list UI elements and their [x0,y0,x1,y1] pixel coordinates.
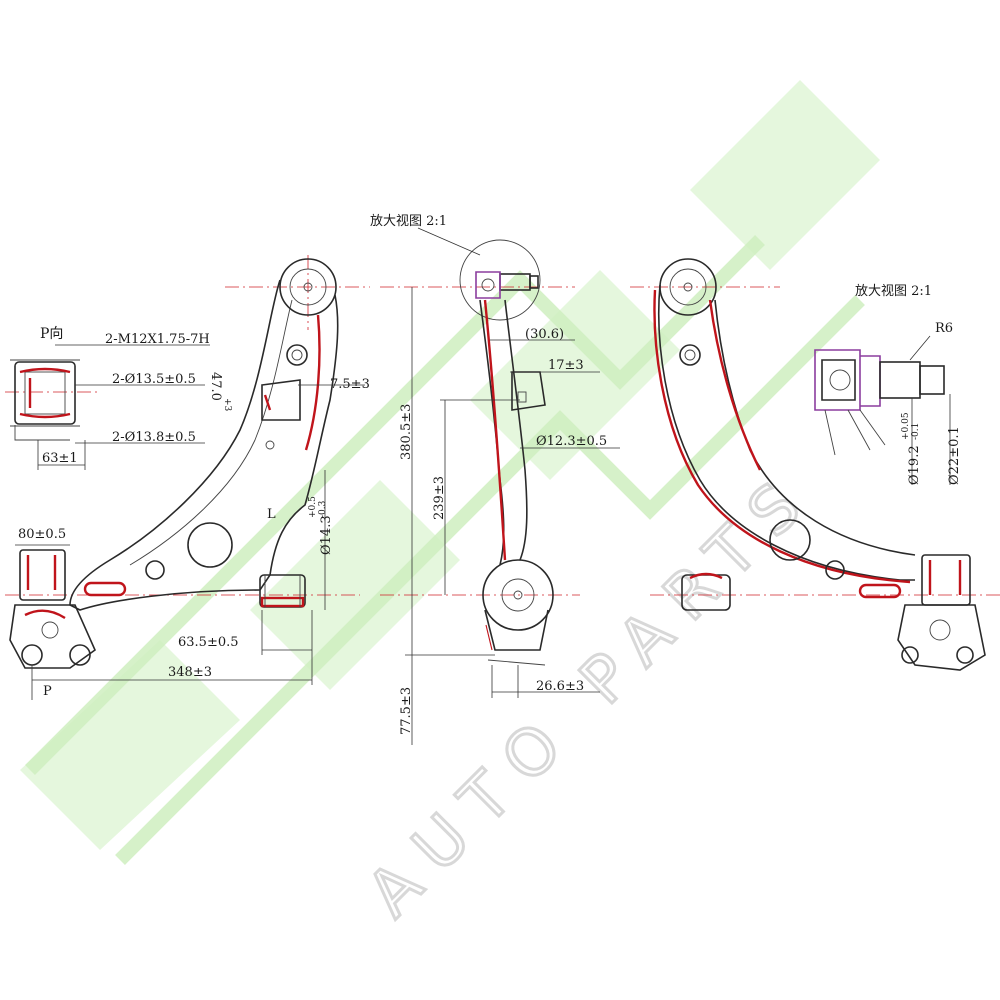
bushing-hole [187,522,233,568]
angle-dim: 47.0 [208,372,223,401]
right-zoom-detail [814,349,945,456]
dim-239: 239±3 [432,476,447,520]
mid-bushing [482,559,554,631]
dim-14-3-tol-dn: -0.3 [318,500,328,518]
dim-14-3: Ø14.3 [319,515,334,555]
dim-19-2: Ø19.2 [907,445,922,485]
dim-7-5: 7.5±3 [330,377,370,392]
l-mark: L [267,507,276,522]
dim-30-6: (30.6) [525,327,564,342]
dim-19-2-tol-dn: -0.1 [911,423,921,440]
dim-17: 17±3 [548,358,584,373]
zoom-label-mid: 放大视图 2:1 [370,214,447,229]
hole-spec-a: 2-Ø13.5±0.5 [112,372,196,387]
dim-19-2-tol-up: +0.05 [901,412,911,440]
middle-dimensions: 放大视图 2:1 (30.6) 17±3 Ø12.3±0.5 380.5±3 2… [370,214,620,745]
left-arm-view [5,255,370,669]
ball-joint-top [279,258,337,316]
dim-380-5: 380.5±3 [399,404,414,460]
dim-12-3: Ø12.3±0.5 [536,434,607,449]
p-view-label: P向 [40,326,63,342]
dim-22: Ø22±0.1 [947,426,962,485]
zoom-circle [459,239,541,321]
zoom-label-right: 放大视图 2:1 [855,284,932,299]
middle-arm-view [380,239,580,666]
dim-348: 348±3 [168,665,212,680]
radius-label: R6 [935,321,953,336]
p-view-bushing [10,359,80,441]
dim-63-5: 63.5±0.5 [178,635,239,650]
left-dimensions: P向 2-M12X1.75-7H 2-Ø13.5±0.5 2-Ø13.8±0.5… [15,326,370,700]
width-63-dim: 63±1 [42,451,78,466]
dim-80: 80±0.5 [18,527,66,542]
dim-14-3-tol-up: +0.5 [308,496,318,518]
angle-tol: +3 [222,398,232,412]
right-arm-view [630,258,1000,671]
p-mark: P [43,684,52,699]
thread-spec: 2-M12X1.75-7H [105,332,210,347]
dim-26-6: 26.6±3 [536,679,584,694]
dim-77-5: 77.5±3 [399,687,414,735]
watermark-logo [20,80,880,865]
hole-spec-b: 2-Ø13.8±0.5 [112,430,196,445]
right-dimensions: 放大视图 2:1 R6 Ø19.2 +0.05 -0.1 Ø22±0.1 [855,284,962,485]
